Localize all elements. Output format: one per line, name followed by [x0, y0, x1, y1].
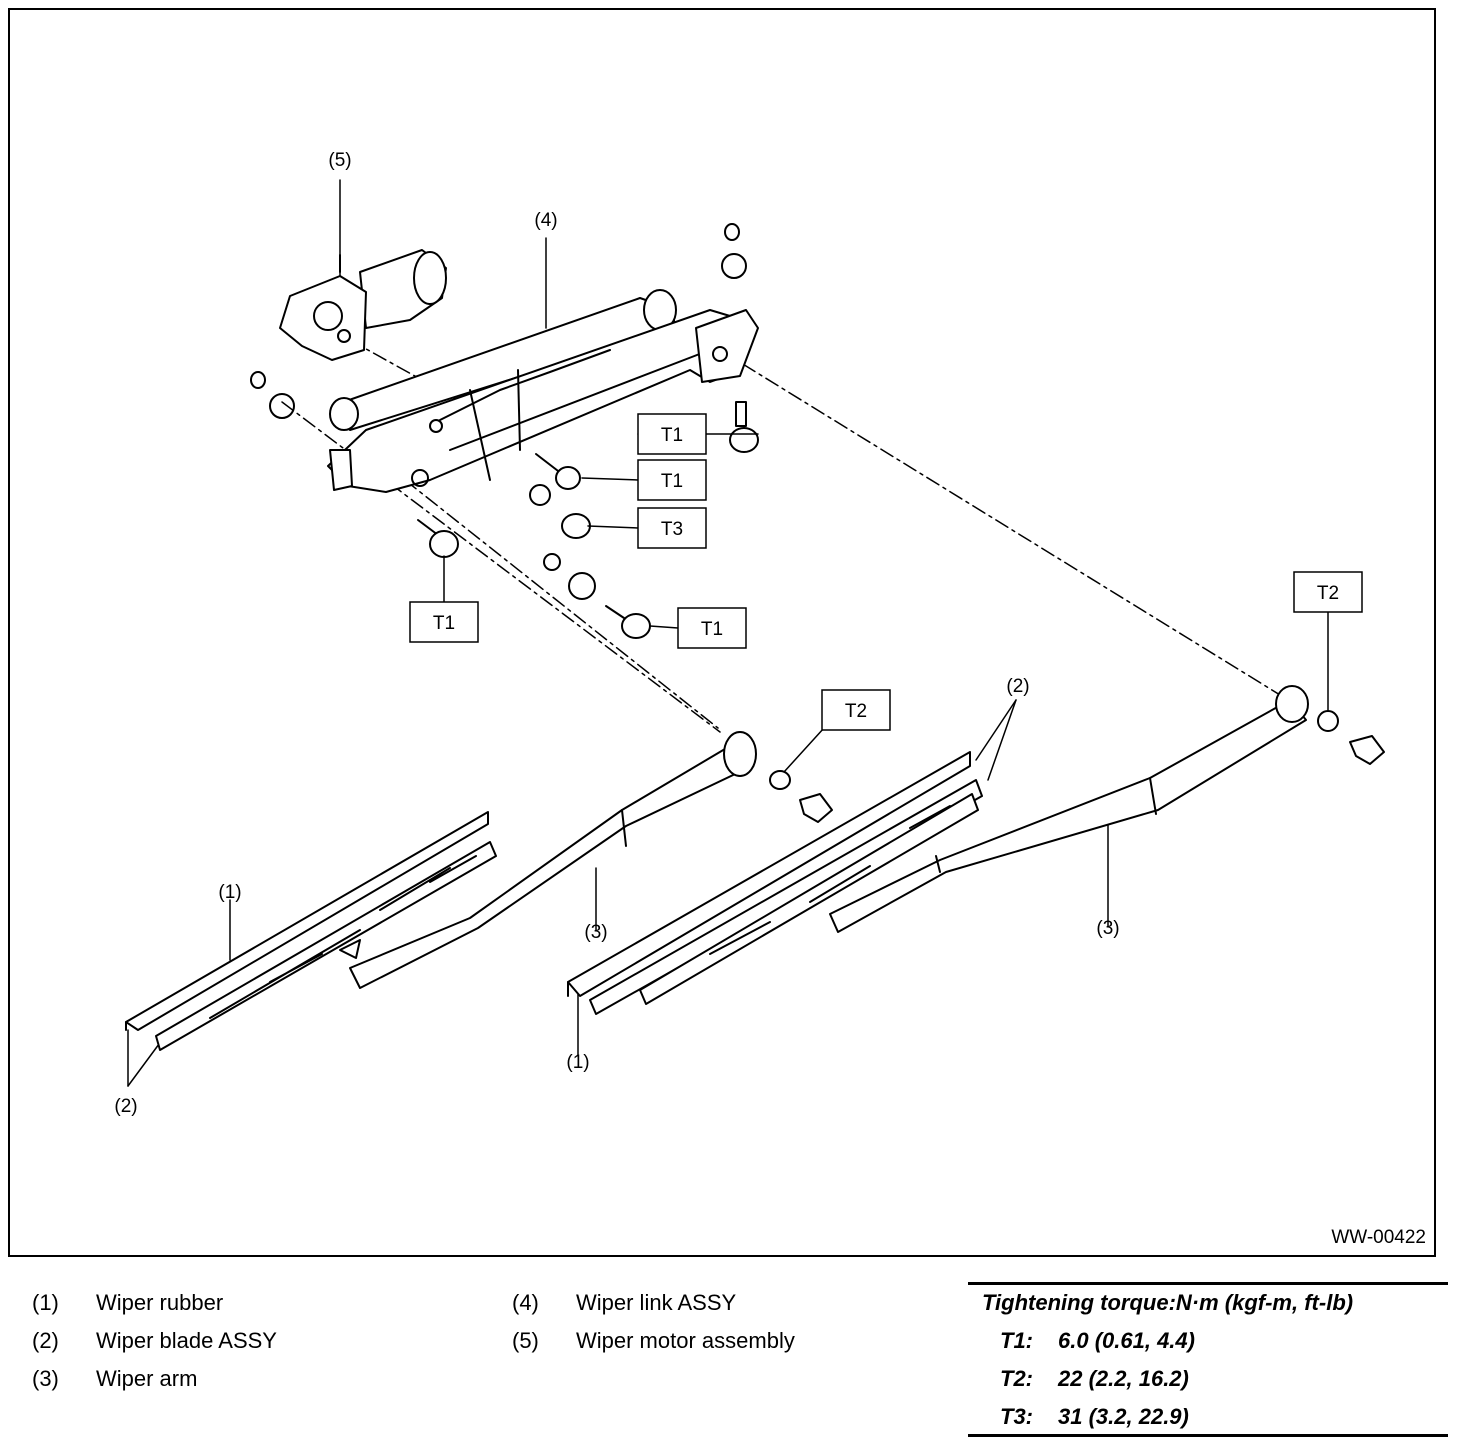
legend-text: Wiper rubber — [96, 1290, 224, 1315]
callout-4: (4) — [534, 210, 557, 231]
legend-number: (4) — [512, 1290, 539, 1315]
torque-top-rule — [968, 1282, 1448, 1285]
legend-number: (2) — [32, 1328, 59, 1353]
right-wiper-arm — [829, 685, 1309, 933]
callout-2-left: (2) — [114, 1096, 137, 1117]
torque-label-t1-b: T1 — [661, 471, 683, 492]
torque-bottom-rule — [968, 1434, 1448, 1437]
torque-boxes — [409, 413, 1363, 731]
torque-label-t2-a: T2 — [1317, 583, 1339, 604]
callout-5: (5) — [328, 150, 351, 171]
torque-title: Tightening torque:N·m (kgf-m, ft-lb) — [982, 1290, 1354, 1315]
torque-label-t1-d: T1 — [701, 619, 723, 640]
wiper-motor — [279, 249, 447, 361]
torque-table: Tightening torque:N·m (kgf-m, ft-lb) T1:… — [968, 1282, 1448, 1438]
left-wiper-blade — [125, 811, 497, 1051]
callout-1-right: (1) — [566, 1052, 589, 1073]
leader-lines — [127, 179, 1329, 1087]
exploded-diagram: T1 T1 T3 T1 T1 T2 T2 (5) (4) (2) (1) (3)… — [8, 8, 1436, 1257]
torque-label-t2-b: T2 — [845, 701, 867, 722]
legend-text: Wiper arm — [96, 1366, 198, 1391]
callout-2-right: (2) — [1006, 676, 1029, 697]
legend-text: Wiper motor assembly — [576, 1328, 795, 1353]
fasteners — [250, 223, 1385, 823]
legend-text: Wiper link ASSY — [576, 1290, 737, 1315]
right-wiper-blade — [567, 751, 983, 1015]
torque-label-t1-a: T1 — [661, 425, 683, 446]
torque-key: T2: — [1000, 1366, 1033, 1391]
torque-value: 31 (3.2, 22.9) — [1058, 1404, 1189, 1429]
torque-label-t1-c: T1 — [433, 613, 455, 634]
figure-code: WW-00422 — [1331, 1227, 1426, 1248]
legend-number: (1) — [32, 1290, 59, 1315]
wiper-system-drawing: T1 T1 T3 T1 T1 T2 T2 (5) (4) (2) (1) (3)… — [114, 150, 1385, 1117]
callout-1-left: (1) — [218, 882, 241, 903]
legend-text: Wiper blade ASSY — [96, 1328, 277, 1353]
legend-number: (5) — [512, 1328, 539, 1353]
torque-label-t3: T3 — [661, 519, 683, 540]
callout-3-left: (3) — [584, 922, 607, 943]
torque-value: 6.0 (0.61, 4.4) — [1058, 1328, 1195, 1353]
torque-value: 22 (2.2, 16.2) — [1058, 1366, 1189, 1391]
parts-legend: (1) Wiper rubber (2) Wiper blade ASSY (3… — [32, 1290, 932, 1410]
callout-3-right: (3) — [1096, 918, 1119, 939]
torque-key: T1: — [1000, 1328, 1033, 1353]
left-wiper-arm — [349, 731, 757, 989]
legend-number: (3) — [32, 1366, 59, 1391]
wiper-link — [327, 289, 759, 493]
torque-key: T3: — [1000, 1404, 1033, 1429]
